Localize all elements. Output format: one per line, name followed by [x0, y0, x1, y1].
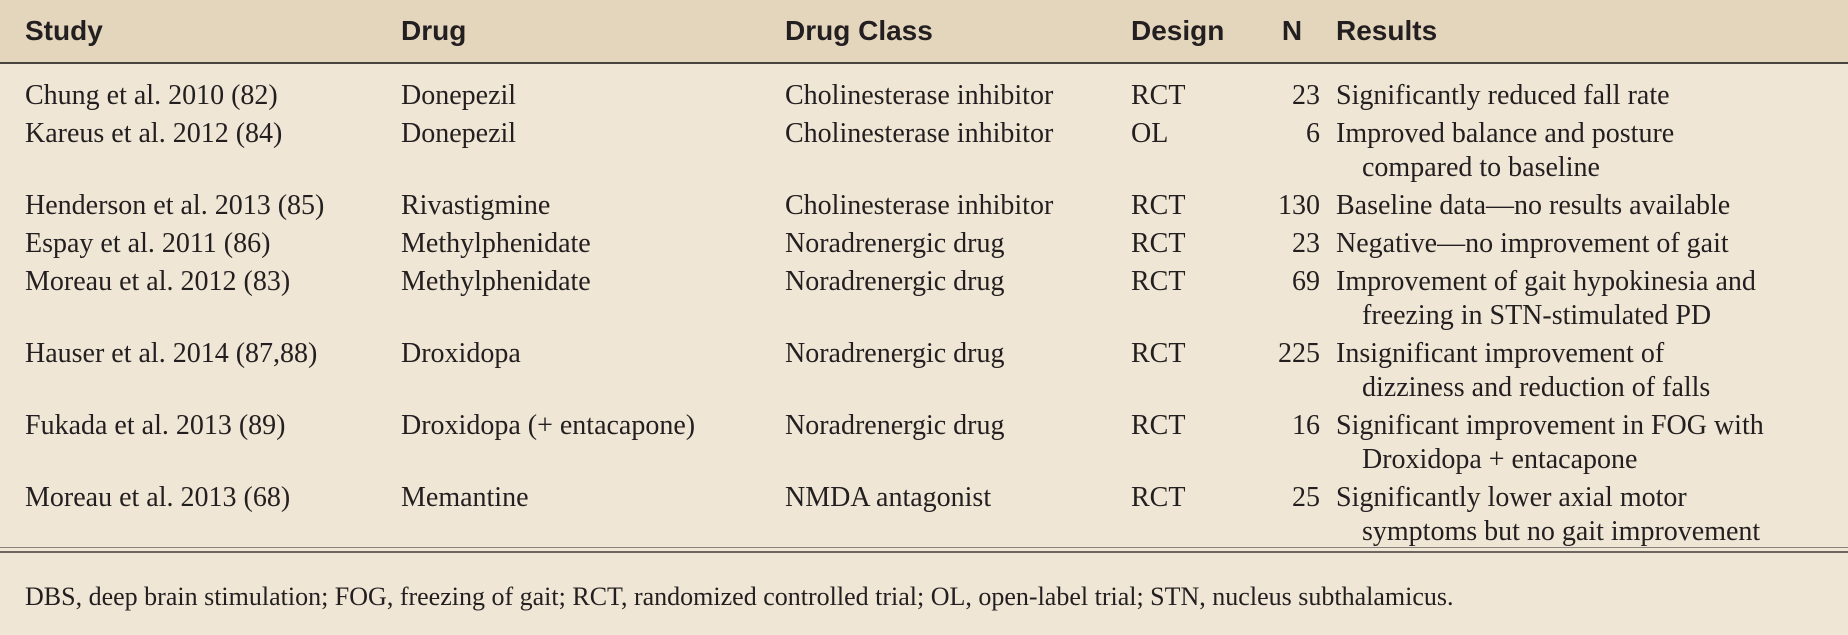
table-row: Kareus et al. 2012 (84) Donepezil Cholin… [0, 117, 1848, 189]
cell-drug: Methylphenidate [401, 228, 591, 259]
results-line-1: Improved balance and posture [1336, 118, 1675, 149]
cell-design: RCT [1131, 410, 1186, 441]
cell-study: Espay et al. 2011 (86) [25, 228, 271, 259]
cell-drug-class: Noradrenergic drug [785, 338, 1005, 369]
table-row: Espay et al. 2011 (86) Methylphenidate N… [0, 227, 1848, 265]
results-line-1: Baseline data—no results available [1336, 190, 1731, 221]
cell-study: Fukada et al. 2013 (89) [25, 410, 286, 441]
cell-drug: Methylphenidate [401, 266, 591, 297]
cell-results: Negative—no improvement of gait [1320, 227, 1848, 265]
cell-drug-class: Noradrenergic drug [785, 410, 1005, 441]
cell-results: Significant improvement in FOG with Drox… [1320, 409, 1848, 481]
cell-n: 16 [1292, 410, 1320, 441]
cell-results: Baseline data—no results available [1320, 189, 1848, 227]
results-line-2: freezing in STN-stimulated PD [1362, 300, 1712, 331]
cell-n: 25 [1292, 482, 1320, 513]
cell-study: Chung et al. 2010 (82) [25, 80, 278, 111]
results-line-1: Significantly lower axial motor [1336, 482, 1687, 513]
table-row: Hauser et al. 2014 (87,88) Droxidopa Nor… [0, 337, 1848, 409]
cell-drug: Droxidopa (+ entacapone) [401, 410, 696, 441]
cell-study: Kareus et al. 2012 (84) [25, 118, 283, 149]
table-header-row: Study Drug Drug Class Design N Results [0, 0, 1848, 63]
results-line-2: Droxidopa + entacapone [1362, 444, 1638, 475]
cell-n: 130 [1278, 190, 1320, 221]
cell-design: RCT [1131, 228, 1186, 259]
cell-n: 23 [1292, 80, 1320, 111]
table-row: Moreau et al. 2013 (68) Memantine NMDA a… [0, 481, 1848, 553]
cell-results: Significantly lower axial motor symptoms… [1320, 481, 1848, 553]
cell-results: Significantly reduced fall rate [1320, 63, 1848, 117]
cell-design: RCT [1131, 338, 1186, 369]
cell-design: OL [1131, 118, 1169, 149]
drug-studies-table: Study Drug Drug Class Design N Results C… [0, 0, 1848, 553]
cell-n: 225 [1278, 338, 1320, 369]
cell-results: Improvement of gait hypokinesia and free… [1320, 265, 1848, 337]
cell-drug: Rivastigmine [401, 190, 551, 221]
header-results: Results [1336, 15, 1438, 46]
results-line-1: Insignificant improvement of [1336, 338, 1665, 369]
table-footnote: DBS, deep brain stimulation; FOG, freezi… [25, 582, 1454, 611]
table-row: Fukada et al. 2013 (89) Droxidopa (+ ent… [0, 409, 1848, 481]
cell-study: Hauser et al. 2014 (87,88) [25, 338, 318, 369]
cell-study: Moreau et al. 2012 (83) [25, 266, 291, 297]
results-line-1: Significantly reduced fall rate [1336, 80, 1670, 111]
table-row: Moreau et al. 2012 (83) Methylphenidate … [0, 265, 1848, 337]
cell-design: RCT [1131, 482, 1186, 513]
header-design: Design [1131, 15, 1225, 46]
cell-drug: Droxidopa [401, 338, 521, 369]
results-line-1: Significant improvement in FOG with [1336, 410, 1764, 441]
cell-results: Improved balance and posture compared to… [1320, 117, 1848, 189]
cell-drug-class: NMDA antagonist [785, 482, 992, 513]
cell-n: 23 [1292, 228, 1320, 259]
cell-drug-class: Cholinesterase inhibitor [785, 80, 1054, 111]
results-line-1: Improvement of gait hypokinesia and [1336, 266, 1756, 297]
table-row: Chung et al. 2010 (82) Donepezil Choline… [0, 63, 1848, 117]
cell-design: RCT [1131, 190, 1186, 221]
table-divider [0, 547, 1848, 548]
cell-design: RCT [1131, 266, 1186, 297]
cell-drug: Donepezil [401, 80, 517, 111]
header-drug-class: Drug Class [785, 15, 933, 46]
results-line-2: dizziness and reduction of falls [1362, 372, 1711, 403]
cell-n: 6 [1306, 118, 1320, 149]
study-table-container: Study Drug Drug Class Design N Results C… [0, 0, 1848, 553]
cell-n: 69 [1292, 266, 1320, 297]
results-line-1: Negative—no improvement of gait [1336, 228, 1729, 259]
cell-drug: Memantine [401, 482, 529, 513]
cell-drug-class: Noradrenergic drug [785, 266, 1005, 297]
header-drug: Drug [401, 15, 467, 46]
cell-study: Henderson et al. 2013 (85) [25, 190, 325, 221]
cell-drug-class: Noradrenergic drug [785, 228, 1005, 259]
cell-drug: Donepezil [401, 118, 517, 149]
footnote-divider [0, 551, 1848, 553]
results-line-2: symptoms but no gait improvement [1362, 516, 1761, 547]
results-line-2: compared to baseline [1362, 152, 1600, 183]
table-row: Henderson et al. 2013 (85) Rivastigmine … [0, 189, 1848, 227]
cell-drug-class: Cholinesterase inhibitor [785, 190, 1054, 221]
cell-study: Moreau et al. 2013 (68) [25, 482, 291, 513]
cell-design: RCT [1131, 80, 1186, 111]
cell-drug-class: Cholinesterase inhibitor [785, 118, 1054, 149]
header-n: N [1281, 15, 1303, 46]
cell-results: Insignificant improvement of dizziness a… [1320, 337, 1848, 409]
header-study: Study [25, 15, 103, 46]
